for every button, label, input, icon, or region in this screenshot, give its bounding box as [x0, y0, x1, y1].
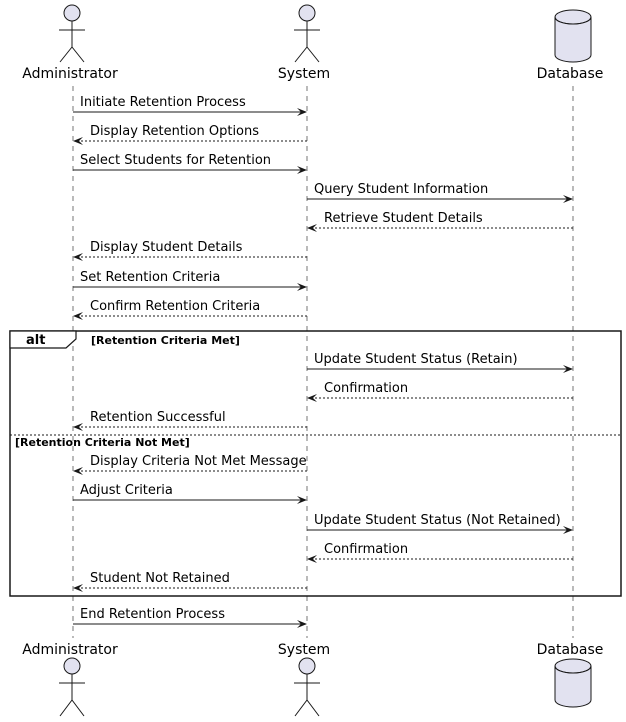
actor-icon	[294, 4, 320, 63]
message: Display Student Details	[73, 240, 307, 261]
alt-keyword: alt	[26, 333, 45, 348]
message-label: Set Retention Criteria	[80, 270, 220, 285]
message: Update Student Status (Retain)	[307, 352, 573, 373]
alt-else-condition: [Retention Criteria Not Met]	[15, 436, 190, 449]
message: Update Student Status (Not Retained)	[307, 513, 573, 534]
database-icon	[554, 658, 592, 708]
participant-label: System	[278, 642, 330, 658]
participant-system-top: System	[278, 4, 330, 82]
actor-icon	[59, 4, 85, 63]
participant-system-bottom: System	[278, 642, 330, 717]
message-label: Retrieve Student Details	[324, 211, 483, 226]
message: Query Student Information	[307, 182, 573, 203]
message: End Retention Process	[73, 607, 307, 628]
message-label: Student Not Retained	[90, 571, 230, 586]
database-icon	[554, 9, 592, 63]
participant-label: Administrator	[22, 642, 118, 658]
message-label: Adjust Criteria	[80, 483, 173, 498]
message-label: Confirm Retention Criteria	[90, 299, 260, 314]
message-label: Confirmation	[324, 542, 408, 557]
actor-icon	[294, 657, 320, 717]
participant-label: System	[278, 66, 330, 82]
alt-frame-border	[9, 330, 622, 597]
message-label: Display Retention Options	[90, 124, 259, 139]
message: Adjust Criteria	[73, 483, 307, 504]
message-label: Display Criteria Not Met Message	[90, 454, 307, 469]
message-label: Display Student Details	[90, 240, 243, 255]
message: Retention Successful	[73, 410, 307, 431]
alt-frame: alt [Retention Criteria Met] [Retention …	[9, 330, 622, 597]
message-label: Query Student Information	[314, 182, 488, 197]
message-label: Update Student Status (Not Retained)	[314, 513, 561, 528]
alt-condition: [Retention Criteria Met]	[91, 334, 240, 347]
message: Display Criteria Not Met Message	[73, 454, 307, 475]
message: Retrieve Student Details	[307, 211, 573, 232]
message: Display Retention Options	[73, 124, 307, 145]
message: Confirmation	[307, 542, 573, 563]
message: Select Students for Retention	[73, 153, 307, 174]
message-label: Update Student Status (Retain)	[314, 352, 518, 367]
message-label: Retention Successful	[90, 410, 226, 425]
participant-administrator-top: Administrator	[22, 4, 118, 82]
actor-icon	[59, 657, 85, 717]
participant-database-bottom: Database	[537, 642, 604, 708]
message-label: Select Students for Retention	[80, 153, 271, 168]
participant-administrator-bottom: Administrator	[22, 642, 118, 717]
message-label: Initiate Retention Process	[80, 95, 246, 110]
alt-frame-tab	[9, 330, 77, 349]
participant-database-top: Database	[537, 9, 604, 82]
message-label: End Retention Process	[80, 607, 225, 622]
message: Set Retention Criteria	[73, 270, 307, 291]
message: Student Not Retained	[73, 571, 307, 592]
message-label: Confirmation	[324, 381, 408, 396]
participant-label: Database	[537, 66, 604, 82]
participant-label: Database	[537, 642, 604, 658]
message: Confirmation	[307, 381, 573, 402]
message: Initiate Retention Process	[73, 95, 307, 116]
participant-label: Administrator	[22, 66, 118, 82]
lifelines	[72, 86, 574, 638]
message: Confirm Retention Criteria	[73, 299, 307, 320]
